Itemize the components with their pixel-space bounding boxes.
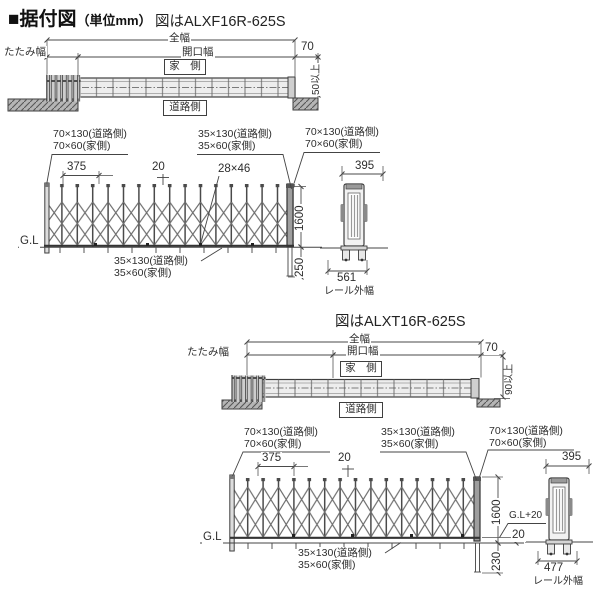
elev1-dim-20: 20: [151, 161, 166, 175]
elev1-post-right-road-label: 70×130(道路側): [304, 126, 380, 139]
plan2-opening-width-label: 開口幅: [346, 345, 380, 358]
side1-dim-395: 395: [354, 160, 376, 174]
plan-view-2: [221, 339, 510, 410]
side2-dim-477: 477: [543, 562, 565, 576]
side2-dim-395: 395: [561, 451, 583, 465]
plan1-opening-width-label: 開口幅: [181, 46, 215, 59]
plan1-total-width-label: 全幅: [168, 32, 191, 45]
elev1-post-mid-road-label: 35×130(道路側): [197, 128, 273, 141]
elev2-post-mid-house-label: 35×60(家側): [380, 438, 440, 451]
elev2-dim-20: 20: [337, 452, 352, 466]
plan2-total-width-label: 全幅: [348, 333, 371, 346]
elev1-dim-28x46: 28×46: [217, 163, 252, 177]
elev2-post-main-house-label: 70×60(家側): [243, 438, 303, 451]
side-view-1: [319, 166, 389, 275]
side1-rail-width-label: レール外幅: [323, 286, 375, 298]
plan1-folded-width-label: たたみ幅: [3, 46, 47, 59]
elev2-dim-1600: 1600: [491, 498, 504, 526]
elev1-dim-375: 375: [66, 161, 88, 175]
elev1-post-main-road-label: 70×130(道路側): [52, 128, 128, 141]
elev2-bottom-house-label: 35×60(家側): [297, 559, 357, 572]
page-title-unit: （単位mm）: [76, 13, 152, 28]
plan2-dim-90min: 90以上: [504, 362, 515, 396]
plan1-dim-50min: 50以上: [311, 62, 322, 96]
elevation-view-1: [18, 152, 380, 280]
side2-rail-width-label: レール外幅: [532, 576, 584, 588]
plan2-road-side-label: 道路側: [339, 402, 383, 418]
elev2-dim-230: 230: [491, 550, 504, 572]
elev2-dim-20b: 20: [511, 529, 526, 543]
elev2-post-mid-road-label: 35×130(道路側): [380, 426, 456, 439]
elev2-bottom-road-label: 35×130(道路側): [297, 547, 373, 560]
plan2-folded-width-label: たたみ幅: [186, 346, 230, 359]
side1-dim-561: 561: [336, 272, 358, 286]
elev1-post-right-house-label: 70×60(家側): [304, 138, 364, 151]
diagram1-caption: 図はALXF16R-625S: [155, 14, 286, 30]
elev2-post-main-road-label: 70×130(道路側): [243, 426, 319, 439]
plan2-dim-70: 70: [484, 342, 499, 356]
side-view-2: [524, 459, 594, 565]
diagram2-caption: 図はALXT16R-625S: [335, 314, 466, 330]
elev2-gl-plus20-label: G.L+20: [508, 510, 544, 522]
elev1-bottom-road-label: 35×130(道路側): [113, 255, 189, 268]
elev1-dim-250: 250: [294, 256, 307, 278]
plan1-house-side-label: 家 側: [164, 59, 206, 75]
page-title: ■据付図（単位mm）: [8, 4, 152, 31]
plan1-dim-70: 70: [300, 41, 315, 55]
elev1-post-mid-house-label: 35×60(家側): [197, 140, 257, 153]
elev1-dim-1600: 1600: [294, 204, 307, 232]
elev2-post-right-road-label: 70×130(道路側): [488, 425, 564, 438]
plan-view-1: [7, 37, 321, 112]
elev1-bottom-house-label: 35×60(家側): [113, 267, 173, 280]
elev2-post-right-house-label: 70×60(家側): [488, 437, 548, 450]
page-title-main: ■据付図: [8, 9, 77, 30]
plan2-house-side-label: 家 側: [340, 361, 382, 377]
elev1-gl-label: G.L: [19, 235, 40, 249]
elevation-view-2: [200, 449, 574, 576]
plan1-road-side-label: 道路側: [163, 100, 207, 116]
elev2-dim-375: 375: [261, 452, 283, 466]
elev1-post-main-house-label: 70×60(家側): [52, 140, 112, 153]
elev2-gl-label: G.L: [202, 531, 223, 545]
